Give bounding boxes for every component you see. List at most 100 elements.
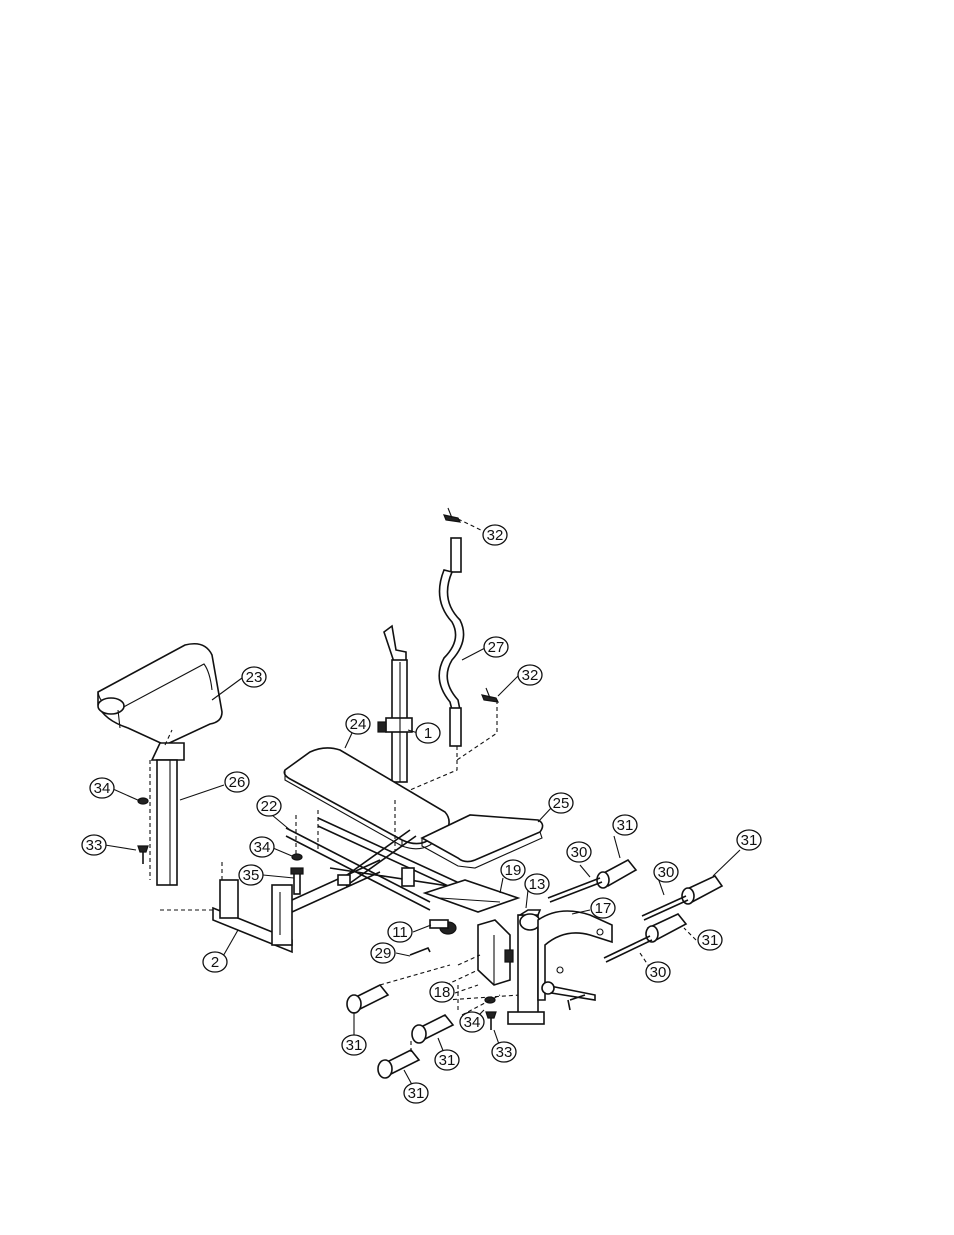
callout-label: 33 (496, 1044, 513, 1061)
callout-c30c: 30 (645, 961, 671, 983)
foam-roller-upper-1 (547, 858, 638, 903)
callout-c33b: 33 (491, 1041, 517, 1063)
callout-c32a: 32 (482, 524, 508, 546)
callout-label: 26 (229, 774, 246, 791)
callout-bubble (341, 1034, 367, 1056)
part-callouts: 32 27 32 23 24 1 26 34 25 22 33 34 31 31 30 19 35 13 30 17 1… (81, 524, 762, 1104)
callout-c34a: 34 (89, 777, 115, 799)
callout-c33a: 33 (81, 834, 107, 856)
ez-curl-bar (409, 537, 498, 791)
callout-c30a: 30 (566, 841, 592, 863)
callout-c2: 2 (202, 951, 228, 973)
callout-c31e: 31 (434, 1049, 460, 1071)
callout-c31a: 31 (612, 814, 638, 836)
callout-c25: 25 (548, 792, 574, 814)
callout-bubble (238, 864, 264, 886)
preacher-post (149, 729, 223, 911)
callout-c32b: 32 (517, 664, 543, 686)
callout-c29: 29 (370, 942, 396, 964)
callout-bubble (434, 1049, 460, 1071)
callout-bubble (370, 942, 396, 964)
callout-bubble (429, 981, 455, 1003)
callout-bubble (548, 792, 574, 814)
callout-label: 31 (408, 1085, 425, 1102)
bolt-35 (290, 853, 304, 895)
callout-label: 11 (392, 924, 408, 941)
callout-label: 29 (375, 945, 392, 962)
callout-bubble (345, 713, 371, 735)
callout-c31f: 31 (403, 1082, 429, 1104)
callout-bubble (517, 664, 543, 686)
callout-c13: 13 (524, 873, 550, 895)
callout-bubble (566, 841, 592, 863)
spring-collar-mid (481, 687, 500, 703)
callout-bubble (202, 951, 228, 973)
callout-label: 31 (346, 1037, 363, 1054)
callout-label: 18 (434, 984, 451, 1001)
callout-label: 32 (522, 667, 539, 684)
callout-c27: 27 (483, 636, 509, 658)
callout-c31d: 31 (341, 1034, 367, 1056)
bench-seat-pad (420, 814, 544, 869)
foam-roller-left-2 (411, 1013, 455, 1044)
callout-bubble (81, 834, 107, 856)
upright-post (377, 624, 413, 783)
callout-c26: 26 (224, 771, 250, 793)
callout-bubble (500, 859, 526, 881)
leg-developer-arm (537, 910, 613, 1011)
callout-bubble (483, 636, 509, 658)
callout-c31c: 31 (697, 929, 723, 951)
callout-bubble (224, 771, 250, 793)
callout-bubble (403, 1082, 429, 1104)
callout-bubble (256, 795, 282, 817)
callout-label: 22 (261, 798, 278, 815)
callout-label: 31 (617, 817, 634, 834)
callout-label: 1 (424, 725, 432, 742)
callout-bubble (590, 897, 616, 919)
bench-back-pad (283, 747, 450, 850)
callout-label: 25 (553, 795, 570, 812)
callout-label: 19 (505, 862, 522, 879)
callout-label: 34 (254, 839, 271, 856)
callout-bubble (387, 921, 413, 943)
callout-label: 23 (246, 669, 263, 686)
callout-bubble (524, 873, 550, 895)
callout-label: 30 (571, 844, 588, 861)
callout-bubble (459, 1011, 485, 1033)
callout-label: 34 (94, 780, 111, 797)
bench-frame-rails (285, 800, 476, 911)
foam-roller-lower-right (603, 913, 688, 963)
callout-c24: 24 (345, 713, 371, 735)
callout-label: 31 (439, 1052, 456, 1069)
callout-bubble (89, 777, 115, 799)
callout-bubble (241, 666, 267, 688)
callout-label: 2 (211, 954, 219, 971)
leader-lines (104, 518, 741, 1093)
callout-label: 13 (529, 876, 546, 893)
preacher-curl-pad (97, 642, 223, 746)
callout-c17: 17 (590, 897, 616, 919)
callout-c18: 18 (429, 981, 455, 1003)
callout-label: 30 (650, 964, 667, 981)
callout-c31b: 31 (736, 829, 762, 851)
callout-label: 31 (702, 932, 719, 949)
callout-bubble (482, 524, 508, 546)
callout-c22: 22 (256, 795, 282, 817)
washer-and-bolt-left (137, 797, 149, 864)
foam-roller-upper-2 (641, 874, 724, 921)
callout-label: 35 (243, 867, 260, 884)
callout-c30b: 30 (653, 861, 679, 883)
spring-collar-top (443, 507, 462, 523)
callout-c34c: 34 (459, 1011, 485, 1033)
foam-roller-left-1 (346, 983, 390, 1014)
washer-and-bolt-front (484, 996, 497, 1030)
callout-c19: 19 (500, 859, 526, 881)
callout-label: 32 (487, 527, 504, 544)
callout-label: 27 (488, 639, 505, 656)
callout-label: 30 (658, 864, 675, 881)
seat-support-bracket (422, 879, 521, 913)
callout-c35: 35 (238, 864, 264, 886)
callout-bubble (653, 861, 679, 883)
callout-bubble (736, 829, 762, 851)
